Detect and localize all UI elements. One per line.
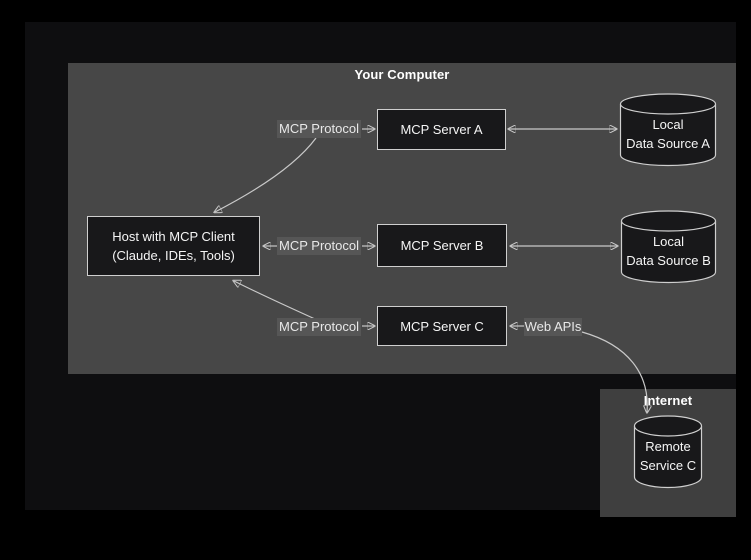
internet-title: Internet [643, 393, 693, 408]
database-cylinder-icon [633, 415, 703, 489]
edge-label-web-apis: Web APIs [524, 318, 582, 336]
node-mcp-server-b: MCP Server B [377, 224, 507, 267]
host-label-line2: (Claude, IDEs, Tools) [112, 248, 235, 263]
node-local-data-source-b: Local Data Source B [620, 210, 717, 284]
data-source-a-line2: Data Source A [626, 136, 710, 151]
data-source-a-line1: Local [652, 117, 684, 132]
node-host-with-mcp-client: Host with MCP Client (Claude, IDEs, Tool… [87, 216, 260, 276]
edge-label-mcp-protocol-a: MCP Protocol [277, 120, 361, 138]
server-b-label: MCP Server B [400, 238, 484, 253]
edge-label-mcp-protocol-c: MCP Protocol [277, 318, 361, 336]
remote-service-c-line2: Service C [639, 458, 697, 473]
remote-service-c-line1: Remote [645, 439, 691, 454]
server-a-label: MCP Server A [400, 122, 483, 137]
node-mcp-server-c: MCP Server C [377, 306, 507, 346]
server-c-label: MCP Server C [400, 318, 484, 334]
data-source-b-line2: Data Source B [626, 253, 711, 268]
node-local-data-source-a: Local Data Source A [619, 93, 717, 167]
edge-label-mcp-protocol-b: MCP Protocol [277, 237, 361, 255]
database-cylinder-icon [620, 210, 717, 284]
your-computer-title: Your Computer [354, 67, 450, 82]
node-remote-service-c: Remote Service C [633, 415, 703, 489]
diagram-canvas: Your Computer Internet Host with MCP Cli… [25, 22, 736, 517]
diagram-stage: Your Computer Internet Host with MCP Cli… [25, 22, 736, 517]
host-label-line1: Host with MCP Client [112, 229, 235, 244]
data-source-b-line1: Local [652, 234, 685, 249]
database-cylinder-icon [619, 93, 717, 167]
node-mcp-server-a: MCP Server A [377, 109, 506, 150]
